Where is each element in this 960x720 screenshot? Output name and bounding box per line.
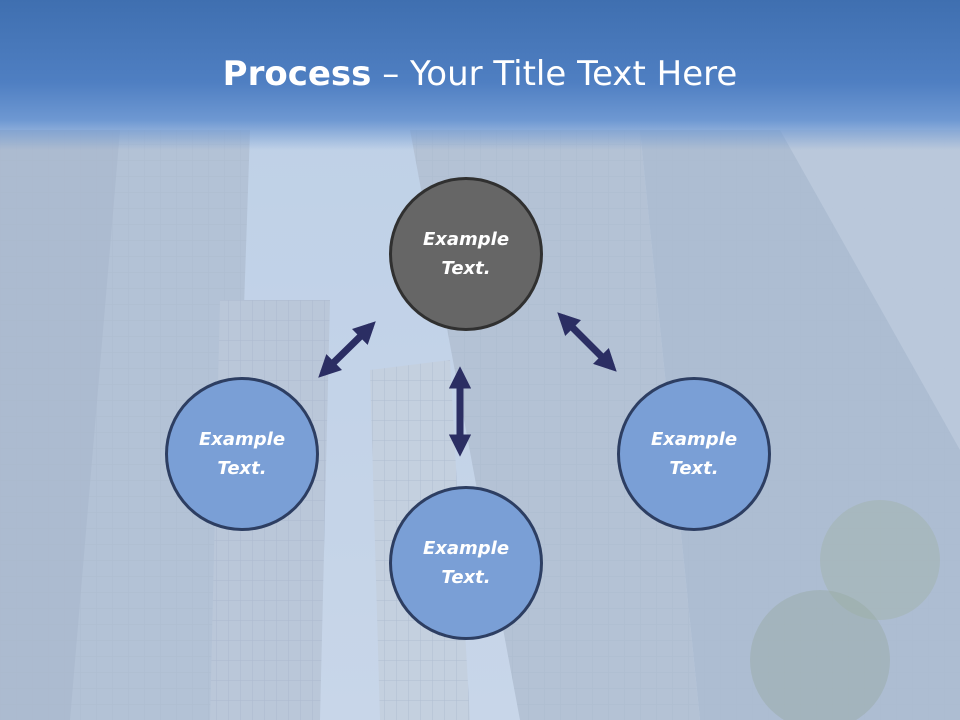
title-rest: Your Title Text Here <box>410 54 738 94</box>
node-text-line2: Text. <box>217 458 267 479</box>
title-bold: Process <box>222 54 372 94</box>
node-text-line1: Example <box>422 538 510 559</box>
node-text-line2: Text. <box>441 567 491 588</box>
node-text-line1: Example <box>650 429 738 450</box>
process-node-bottom: Example Text. <box>389 486 543 640</box>
title-bar <box>0 0 960 150</box>
slide-title: Process – Your Title Text Here <box>0 52 960 96</box>
node-text-line1: Example <box>422 229 510 250</box>
title-separator: – <box>371 54 411 94</box>
node-text-line2: Text. <box>441 258 491 279</box>
process-node-right: Example Text. <box>617 377 771 531</box>
arrow-top-right <box>557 312 617 372</box>
arrow-top-left <box>318 321 376 378</box>
process-node-left: Example Text. <box>165 377 319 531</box>
node-text-line1: Example <box>198 429 286 450</box>
node-text-line2: Text. <box>669 458 719 479</box>
process-node-top: Example Text. <box>389 177 543 331</box>
